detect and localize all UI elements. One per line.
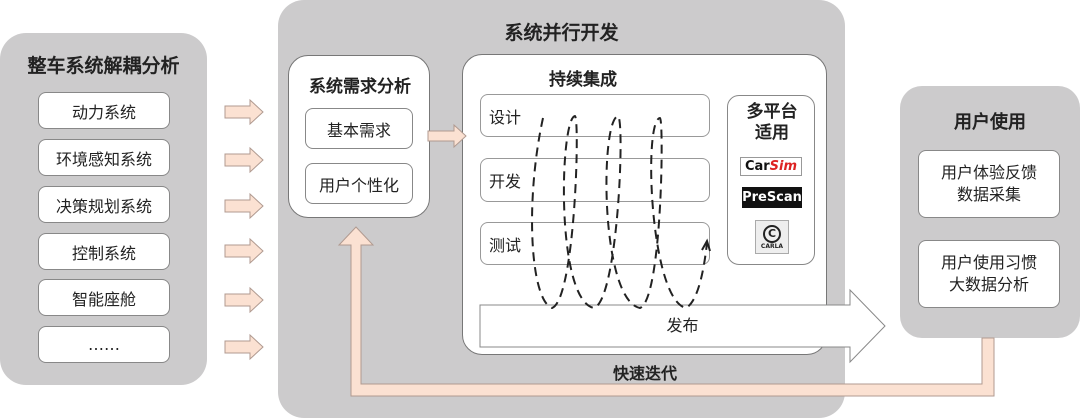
arrow-right-icon: [427, 123, 467, 149]
feedback-loop-arrow: [337, 226, 995, 397]
ci-row-develop: 开发: [480, 158, 710, 202]
iteration-loop: [531, 114, 708, 310]
user-title: 用户使用: [954, 112, 1026, 133]
prescan-logo: PreScan: [742, 187, 802, 208]
item-more: ……: [38, 326, 170, 363]
user-feedback-line1: 用户体验反馈: [940, 163, 1037, 182]
arrow-right-icon: [224, 286, 264, 314]
item-control: 控制系统: [38, 233, 170, 270]
arrow-right-icon: [224, 333, 264, 361]
arrow-right-icon: [224, 237, 264, 265]
user-habits-line2: 大数据分析: [948, 275, 1029, 294]
req-personalization: 用户个性化: [305, 163, 413, 204]
item-planning: 决策规划系统: [38, 186, 170, 223]
user-habits-line1: 用户使用习惯: [940, 253, 1037, 272]
decoupling-title: 整车系统解耦分析: [27, 55, 180, 77]
user-feedback: 用户体验反馈 数据采集: [918, 150, 1060, 218]
requirements-title: 系统需求分析: [309, 77, 411, 97]
iteration-label: 快速迭代: [612, 364, 677, 383]
platforms-box: 多平台 适用 CarSim PreScan C CARLA: [727, 95, 815, 265]
arrow-right-icon: [224, 98, 264, 126]
parallel-dev-title: 系统并行开发: [504, 22, 619, 44]
arrow-right-icon: [224, 192, 264, 220]
platforms-title-2: 适用: [755, 123, 789, 143]
carsim-logo: CarSim: [740, 157, 802, 176]
req-basic: 基本需求: [305, 108, 413, 149]
ci-row-test: 测试: [480, 222, 710, 265]
user-feedback-line2: 数据采集: [956, 185, 1021, 204]
release-label: 发布: [666, 316, 699, 335]
user-habits: 用户使用习惯 大数据分析: [918, 240, 1060, 308]
arrow-right-icon: [224, 146, 264, 174]
platforms-title-1: 多平台: [746, 102, 798, 122]
release-arrow: [479, 288, 886, 364]
loop-arrowhead-icon: [701, 238, 711, 252]
item-perception: 环境感知系统: [38, 139, 170, 176]
carla-logo: C CARLA: [755, 220, 789, 254]
ci-row-design: 设计: [480, 94, 710, 137]
item-powertrain: 动力系统: [38, 92, 170, 129]
item-cockpit: 智能座舱: [38, 279, 170, 316]
ci-title: 持续集成: [549, 70, 617, 90]
